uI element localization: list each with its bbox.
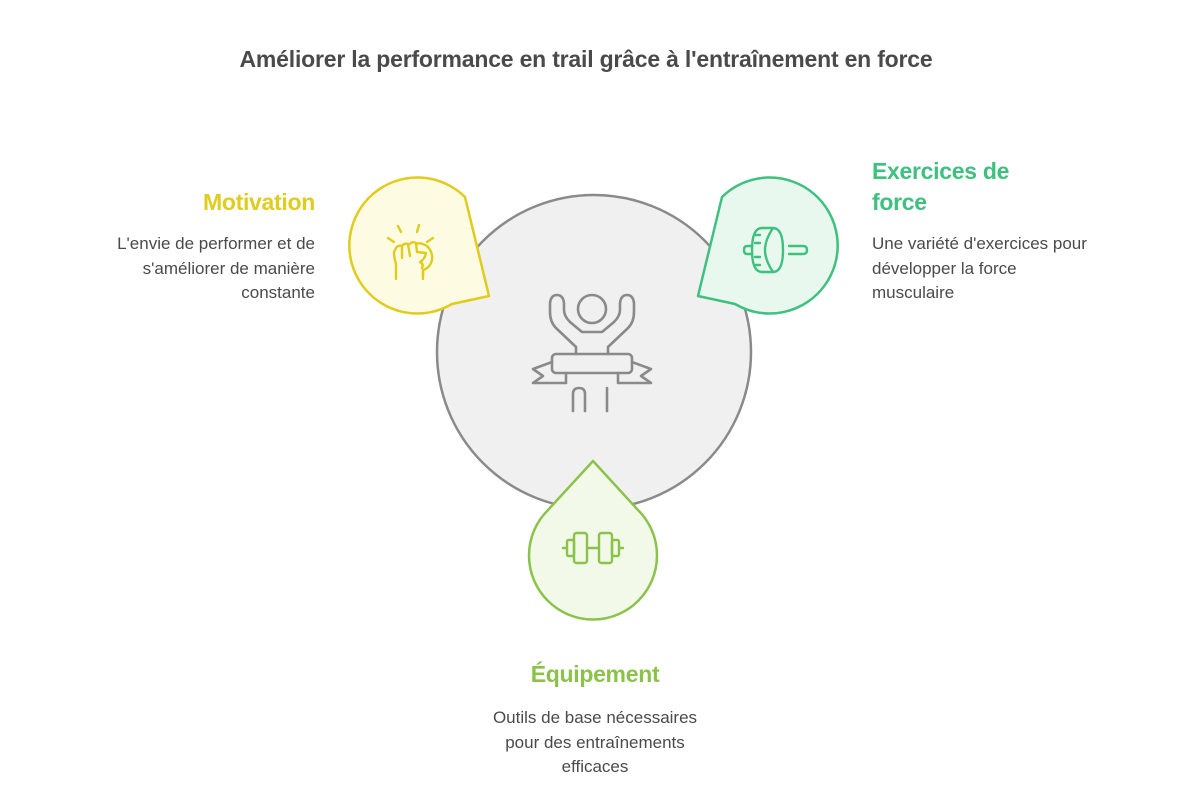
motivation-description: L'envie de performer et de s'améliorer d… xyxy=(117,234,315,302)
motivation-drop xyxy=(348,176,491,315)
exercices-drop xyxy=(696,176,839,315)
equipement-description: Outils de base nécessaires pour des entr… xyxy=(492,708,698,776)
equipement-drop xyxy=(527,459,659,621)
equipement-label: Équipement Outils de base nécessaires po… xyxy=(470,659,720,780)
dumbbell-icon xyxy=(561,531,625,565)
exercices-title: Exercices de force xyxy=(872,158,1010,215)
exercices-description: Une variété d'exercices pour développer … xyxy=(872,234,1087,302)
motivation-title: Motivation xyxy=(203,189,315,215)
fist-icon xyxy=(386,223,435,281)
exercices-label: Exercices de force Une variété d'exercic… xyxy=(872,156,1102,306)
ab-wheel-icon xyxy=(742,226,809,274)
winner-finish-line-icon xyxy=(531,293,653,413)
motivation-label: Motivation L'envie de performer et de s'… xyxy=(90,187,315,306)
equipement-title: Équipement xyxy=(530,661,660,687)
diagram-title: Améliorer la performance en trail grâce … xyxy=(239,46,933,72)
